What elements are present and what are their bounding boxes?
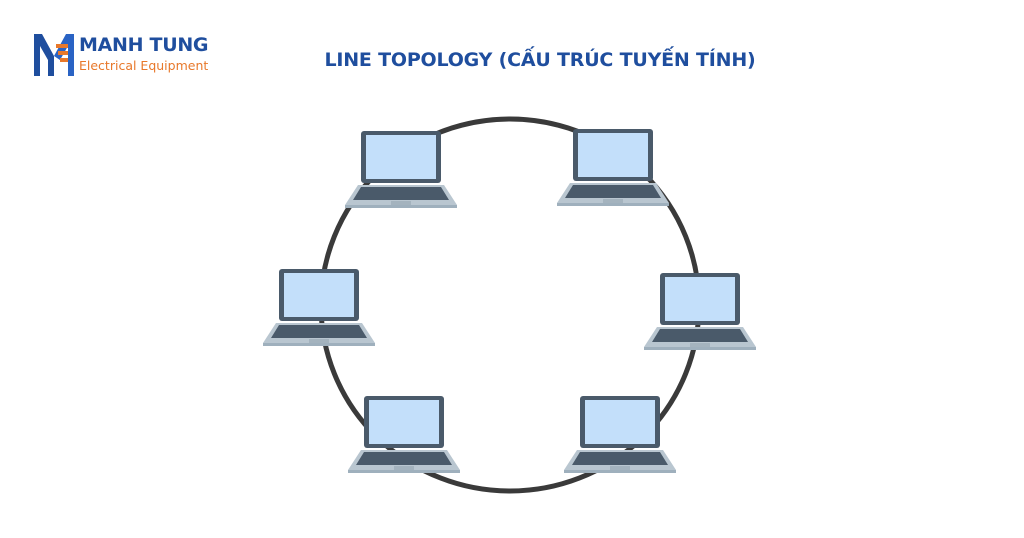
- laptop-icon: [557, 129, 669, 206]
- brand-logo: MANH TUNG Electrical Equipment: [32, 30, 212, 80]
- laptop-icon: [263, 269, 375, 346]
- page-title: LINE TOPOLOGY (CẤU TRÚC TUYẾN TÍNH): [324, 49, 756, 71]
- brand-name: MANH TUNG: [79, 34, 209, 56]
- brand-tagline: Electrical Equipment: [79, 58, 209, 73]
- laptop-icon: [345, 131, 457, 208]
- laptop-icon: [564, 396, 676, 473]
- laptop-icon: [644, 273, 756, 350]
- laptop-icon: [348, 396, 460, 473]
- mt-monogram-icon: [34, 34, 74, 76]
